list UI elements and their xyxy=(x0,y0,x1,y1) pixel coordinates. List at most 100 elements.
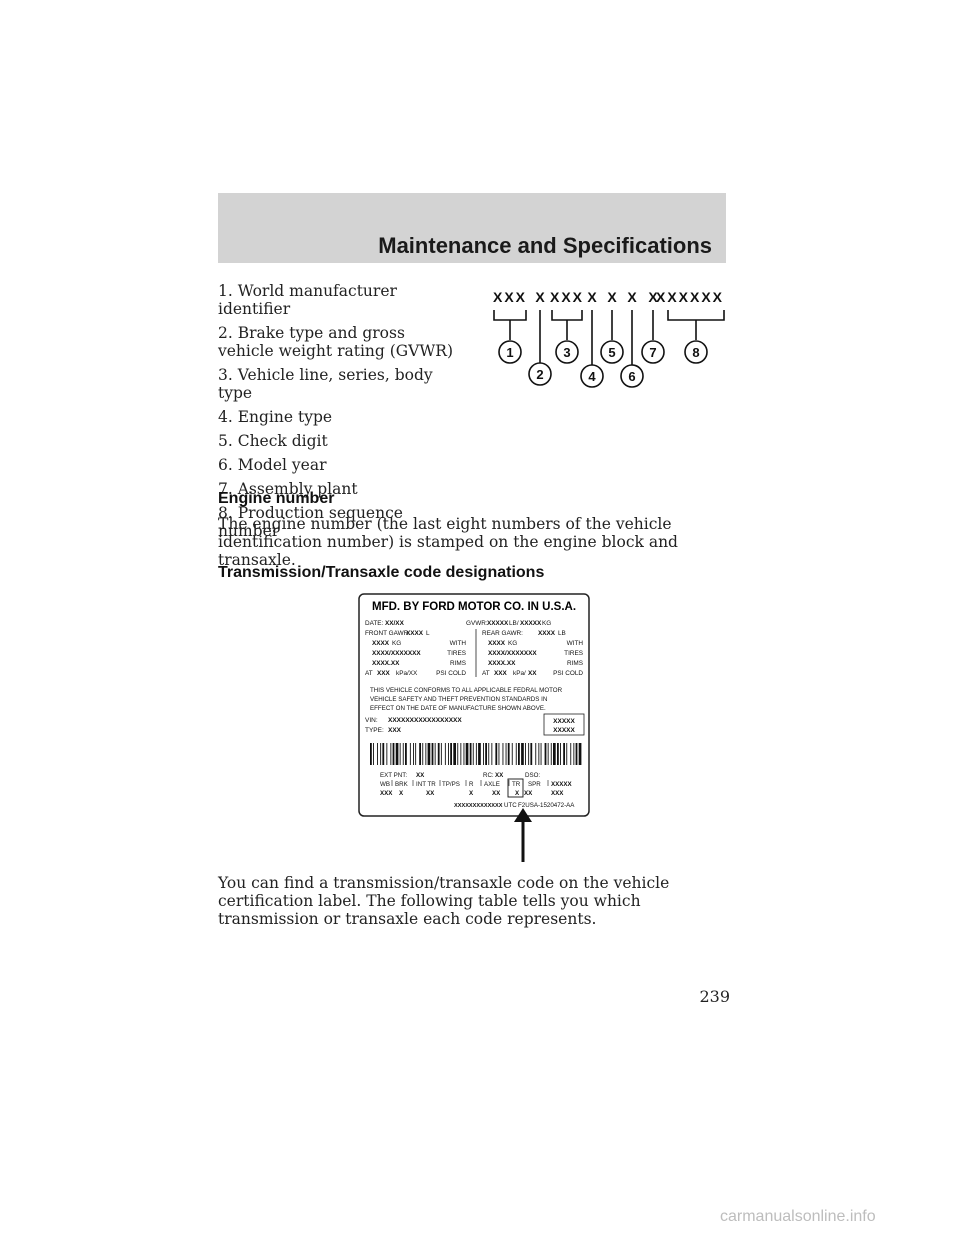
barcode-bar xyxy=(478,743,481,765)
transmission-text: You can find a transmission/transaxle co… xyxy=(218,874,670,928)
barcode-bar xyxy=(444,743,446,765)
barcode-bar xyxy=(386,743,388,765)
rear-tires: TIRES xyxy=(564,650,583,657)
barcode-bar xyxy=(563,743,565,765)
vin-group-2: X xyxy=(535,289,545,305)
callout-4: 4 xyxy=(588,369,596,384)
list-item: 6. Model year xyxy=(218,456,327,474)
barcode-bar xyxy=(434,743,436,765)
spr-row-value: XX xyxy=(524,790,533,797)
vin-group-1: XXX xyxy=(493,289,527,305)
barcode-bar xyxy=(405,743,407,765)
barcode-bar xyxy=(502,743,504,765)
gvwr-value-kg: XXXXX xyxy=(520,620,542,627)
front-at: AT xyxy=(365,670,373,677)
barcode-bar xyxy=(525,743,526,765)
barcode-bar xyxy=(373,743,374,765)
barcode-bar xyxy=(448,743,449,765)
rc-value: XX xyxy=(495,772,504,779)
front-with: WITH xyxy=(450,640,467,647)
vin-value: XXXXXXXXXXXXXXXXX xyxy=(388,717,462,724)
vin-group-8: XXXXXX xyxy=(656,289,724,305)
front-rims-value: XXXX.XX xyxy=(372,660,400,667)
callout-1: 1 xyxy=(506,345,513,360)
spr-value: XXXXX xyxy=(551,781,573,788)
brk-header: BRK xyxy=(395,781,409,788)
barcode-bar xyxy=(483,743,484,765)
barcode-bar xyxy=(431,743,434,765)
barcode-bar xyxy=(544,743,547,765)
callout-3: 3 xyxy=(563,345,570,360)
last-value: XXX xyxy=(551,790,564,797)
barcode-bar xyxy=(409,743,411,765)
rear-kpa-value: XXX xyxy=(494,670,508,677)
barcode-bar xyxy=(460,743,462,765)
barcode-bar xyxy=(560,743,561,765)
rear-tires-value: XXXX/XXXXXXX xyxy=(488,650,537,657)
barcode-bar xyxy=(377,743,378,765)
tp-ps-header: TP/PS xyxy=(442,781,460,788)
rear-with: WITH xyxy=(567,640,584,647)
barcode-bar xyxy=(485,743,487,765)
list-item: 8. Production sequence number xyxy=(218,504,403,540)
axle-header: AXLE xyxy=(484,781,500,788)
rear-psi-cold: PSI COLD xyxy=(553,670,583,677)
barcode-bar xyxy=(530,743,533,765)
rear-rims-value: XXXX.XX xyxy=(488,660,516,667)
vin-diagram: XXX X XXX X X X X XXXXXX 1 2 3 4 5 xyxy=(493,289,725,388)
label-title: MFD. BY FORD MOTOR CO. IN U.S.A. xyxy=(372,601,576,613)
brk-value: X xyxy=(399,790,404,797)
spr-header: SPR xyxy=(528,781,541,788)
barcode-bar xyxy=(399,743,401,765)
engine-number-heading: Engine number xyxy=(218,490,335,507)
gvwr-value-lb: XXXXX xyxy=(487,620,509,627)
list-item: 4. Engine type xyxy=(218,408,333,426)
list-item: 7. Assembly plant xyxy=(218,480,358,498)
barcode-bar xyxy=(488,743,490,765)
rear-gawr-unit: LB xyxy=(558,630,566,637)
r-header: R xyxy=(469,781,474,788)
barcode-bar xyxy=(469,743,472,765)
vin-group-7: X xyxy=(648,289,658,305)
vin-label: VIN: xyxy=(365,717,378,724)
callout-6: 6 xyxy=(628,369,635,384)
barcode-bar xyxy=(472,743,474,765)
rear-rims: RIMS xyxy=(567,660,583,667)
barcode-bar xyxy=(495,743,498,765)
barcode-bar xyxy=(463,743,465,765)
dso-label: DSO: xyxy=(525,772,540,779)
barcode-bar xyxy=(392,743,395,765)
callout-2: 2 xyxy=(536,367,543,382)
barcode-bar xyxy=(498,743,500,765)
box-value-2: XXXXX xyxy=(553,727,575,734)
conformance-line-1: THIS VEHICLE CONFORMS TO ALL APPLICABLE … xyxy=(370,687,563,694)
front-kg-value: XXXX xyxy=(372,640,390,647)
rear-gawr-value: XXXX xyxy=(538,630,556,637)
date-value: XX/XX xyxy=(385,620,405,627)
transmission-heading: Transmission/Transaxle code designations xyxy=(218,564,545,581)
vin-legend-list: 1. World manufacturer identifier 2. Brak… xyxy=(218,282,458,546)
ext-pnt-label: EXT PNT: xyxy=(380,772,407,779)
barcode-bar xyxy=(440,743,442,765)
vin-group-4: X xyxy=(587,289,597,305)
front-kg-unit: KG xyxy=(392,640,401,647)
vin-group-5: X xyxy=(607,289,617,305)
barcode-bar xyxy=(507,743,510,765)
barcode-bar xyxy=(540,743,542,765)
barcode-bar xyxy=(535,743,537,765)
callout-7: 7 xyxy=(649,345,656,360)
box-value-1: XXXXX xyxy=(553,718,575,725)
front-rims: RIMS xyxy=(450,660,466,667)
barcode-bar xyxy=(370,743,372,765)
section-title: Maintenance and Specifications xyxy=(378,233,712,258)
wb-value: XXX xyxy=(380,790,393,797)
barcode-bar xyxy=(475,743,477,765)
list-item: 3. Vehicle line, series, body type xyxy=(218,366,433,402)
ext-pnt-value: XX xyxy=(416,772,425,779)
front-tires: TIRES xyxy=(447,650,466,657)
barcode-bar xyxy=(575,743,578,765)
barcode-bar xyxy=(566,743,568,765)
date-label: DATE: xyxy=(365,620,384,627)
wb-header: WB xyxy=(380,781,390,788)
front-kpa-unit: kPa/XX xyxy=(396,670,418,677)
